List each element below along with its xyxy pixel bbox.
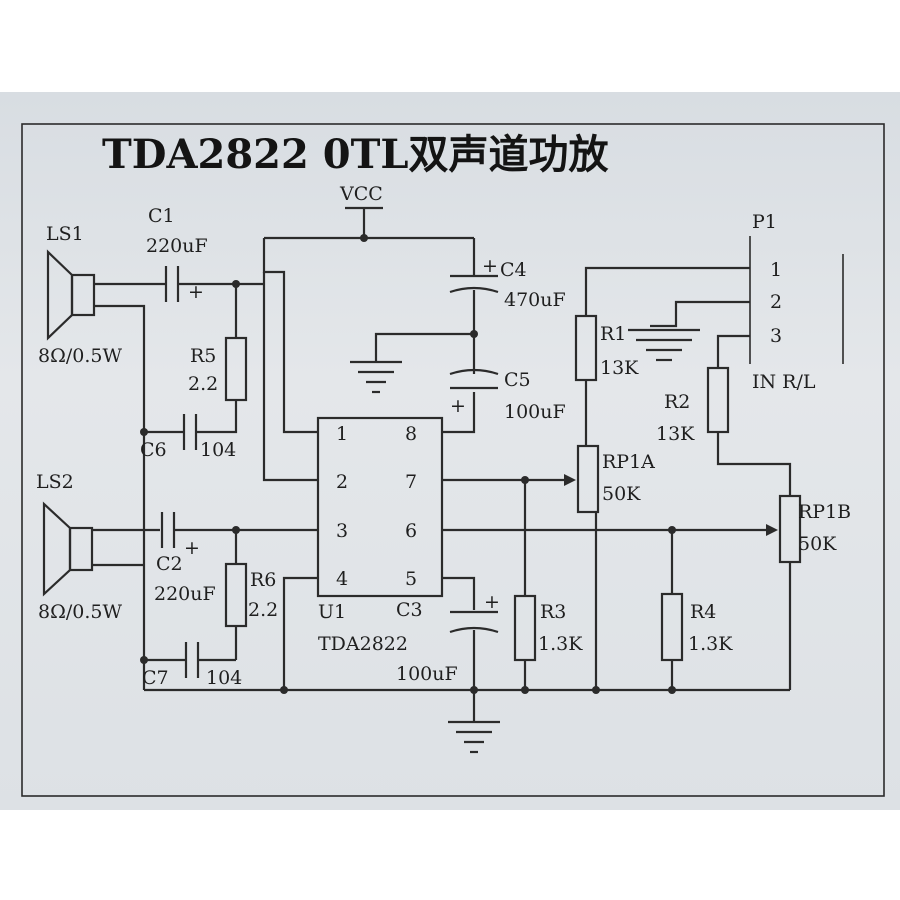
- c4-label: C4: [500, 259, 527, 281]
- p1-pin2: 2: [770, 291, 782, 313]
- speaker-ls1: LS1 8Ω/0.5W: [38, 223, 122, 367]
- ic-body: [316, 416, 444, 598]
- ls2-label: LS2: [36, 471, 74, 493]
- wire-pin2: [262, 272, 318, 482]
- r5-value: 2.2: [188, 373, 218, 395]
- c6-label: C6: [140, 439, 167, 461]
- wire-pin1-vcc: [262, 238, 318, 434]
- resistor-r3: R3 1.3K: [513, 480, 583, 690]
- rp1b-label: RP1B: [798, 501, 851, 523]
- capacitor-c5: + C5 100uF: [449, 334, 566, 423]
- schematic-title: TDA2822 0TL双声道功放: [102, 131, 608, 178]
- resistor-r2: R2 13K: [656, 366, 792, 496]
- r2-label: R2: [664, 391, 690, 413]
- vcc-supply: VCC: [264, 183, 474, 242]
- rp1a-value: 50K: [602, 483, 641, 505]
- ground-symbol-main: [448, 690, 500, 754]
- ic-pin-2: 2: [336, 471, 348, 493]
- speaker-ls2: LS2 8Ω/0.5W: [36, 471, 122, 623]
- ic-designator: U1: [318, 601, 346, 623]
- c2-label: C2: [156, 553, 183, 575]
- c2-polarity: +: [184, 537, 200, 559]
- ic-pin-4: 4: [336, 568, 348, 590]
- c5-value: 100uF: [504, 401, 566, 423]
- r4-label: R4: [690, 601, 716, 623]
- r3-value: 1.3K: [538, 633, 583, 655]
- rp1a-label: RP1A: [602, 451, 655, 473]
- ls1-label: LS1: [46, 223, 84, 245]
- capacitor-c7: C7 104: [140, 642, 242, 689]
- c7-value: 104: [206, 667, 242, 689]
- schematic-border: [21, 123, 885, 797]
- ic-pin-6: 6: [405, 520, 417, 542]
- r3-label: R3: [540, 601, 566, 623]
- c7-label: C7: [142, 667, 169, 689]
- resistor-r6: R6 2.2: [224, 530, 278, 660]
- c1-value: 220uF: [146, 235, 208, 257]
- ic-pin-8: 8: [405, 423, 417, 445]
- p1-pin1: 1: [770, 259, 782, 281]
- p1-pin3: 3: [770, 325, 782, 347]
- c5-polarity: +: [450, 395, 466, 417]
- c1-polarity: +: [188, 281, 204, 303]
- r6-label: R6: [250, 569, 276, 591]
- ls1-spec: 8Ω/0.5W: [38, 345, 122, 367]
- ic-pin-3: 3: [336, 520, 348, 542]
- resistor-r5: R5 2.2: [188, 284, 248, 420]
- p1-label: P1: [752, 211, 777, 233]
- wire-pin5-c3: [442, 576, 476, 610]
- resistor-r4: R4 1.3K: [660, 530, 733, 690]
- c5-label: C5: [504, 369, 531, 391]
- p1-input-label: IN R/L: [752, 371, 816, 393]
- potentiometer-rp1a: RP1A 50K: [576, 444, 655, 690]
- c4-polarity: +: [482, 255, 498, 277]
- capacitor-c2: C2 220uF +: [154, 512, 216, 605]
- ic-pin-5: 5: [405, 568, 417, 590]
- ic-part-number: TDA2822: [318, 633, 408, 655]
- wire-speaker-return: [94, 304, 146, 690]
- connector-p1: P1 1 2 3 IN R/L: [749, 211, 844, 393]
- c3-polarity: +: [484, 591, 500, 613]
- capacitor-c1: C1 220uF +: [146, 205, 208, 303]
- capacitor-c6: C6 104: [140, 414, 238, 461]
- r5-label: R5: [190, 345, 216, 367]
- ic-u1: 1 2 3 4 8 7 6 5 U1 TDA2822: [316, 416, 444, 655]
- r4-value: 1.3K: [688, 633, 733, 655]
- r1-value: 13K: [600, 357, 639, 379]
- ic-pin-7: 7: [405, 471, 417, 493]
- r2-value: 13K: [656, 423, 695, 445]
- rp1b-value: 50K: [798, 533, 837, 555]
- c4-value: 470uF: [504, 289, 566, 311]
- ground-symbol-c4: [350, 360, 402, 394]
- r6-value: 2.2: [248, 599, 278, 621]
- potentiometer-rp1b: RP1B 50K: [778, 494, 851, 690]
- ls2-spec: 8Ω/0.5W: [38, 601, 122, 623]
- c3-value: 100uF: [396, 663, 458, 685]
- c1-label: C1: [148, 205, 175, 227]
- c2-value: 220uF: [154, 583, 216, 605]
- ic-pin-1: 1: [336, 423, 348, 445]
- resistor-r1: R1 13K: [574, 314, 639, 446]
- ground-symbol-p1: [628, 328, 700, 362]
- capacitor-c3: + C3 100uF: [396, 591, 500, 690]
- vcc-label: VCC: [339, 183, 383, 205]
- capacitor-c4: + C4 470uF: [449, 238, 566, 334]
- c6-value: 104: [200, 439, 236, 461]
- c3-label: C3: [396, 599, 423, 621]
- r1-label: R1: [600, 323, 626, 345]
- wire-pin8-c5: [442, 392, 476, 434]
- wire-pin4-gnd: [282, 576, 318, 690]
